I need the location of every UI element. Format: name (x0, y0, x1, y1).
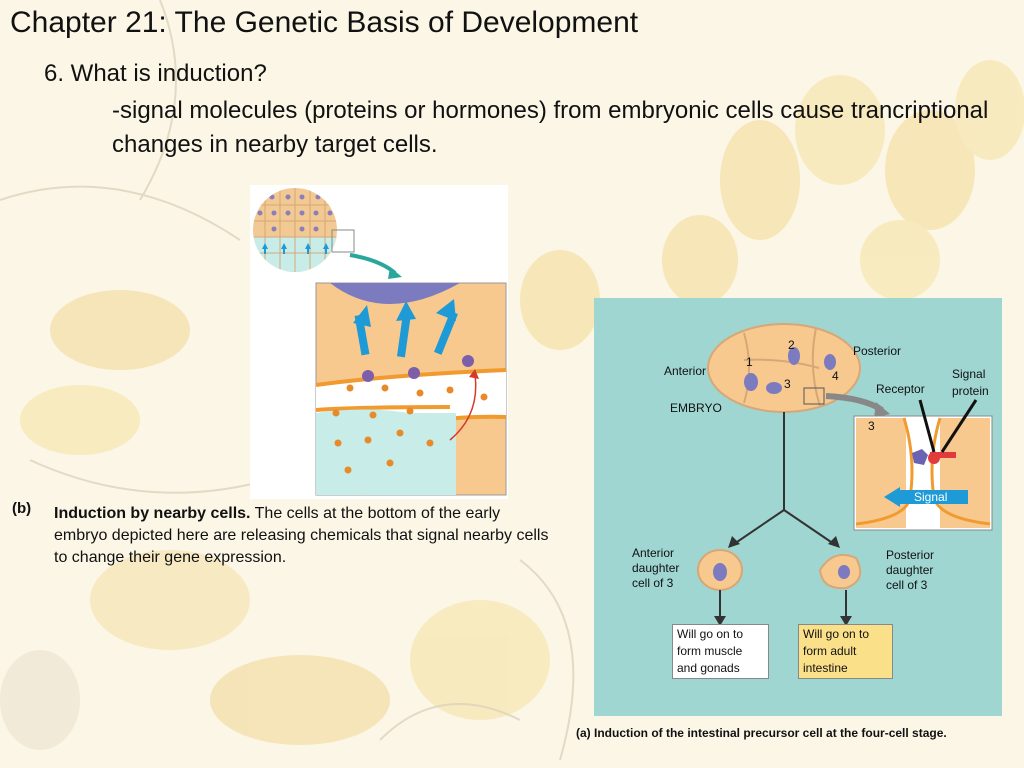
posterior-daughter-label: Posterior daughter cell of 3 (886, 548, 934, 593)
posterior-daughter-line2: daughter (886, 563, 934, 577)
fate-muscle-gonads-box: Will go on to form muscle and gonads (672, 624, 769, 679)
slide-title: Chapter 21: The Genetic Basis of Develop… (10, 6, 639, 39)
signal-protein-label-line2: protein (952, 384, 989, 398)
fate-right-line1: Will go on to (803, 627, 870, 641)
fate-right-line3: intestine (803, 661, 848, 675)
receptor-label: Receptor (876, 382, 925, 396)
fate-left-line3: and gonads (677, 661, 740, 675)
anterior-label: Anterior (664, 364, 707, 378)
anterior-daughter-label: Anterior daughter cell of 3 (632, 546, 679, 591)
fate-left-line1: Will go on to (677, 627, 744, 641)
question-heading: 6. What is induction? (44, 60, 267, 87)
four-cell-induction-figure: 2 1 3 4 Anterior Posterior EMBRYO Recept… (594, 298, 1002, 716)
anterior-daughter-line1: Anterior (632, 546, 675, 560)
cell-number-3: 3 (784, 377, 791, 391)
figure-b-caption-text: The cells at the bottom of the early emb… (54, 505, 549, 566)
induction-nearby-cells-figure (250, 185, 508, 499)
embryo-label: EMBRYO (670, 401, 722, 415)
inset-cell-number: 3 (868, 419, 875, 433)
posterior-daughter-line1: Posterior (886, 548, 935, 562)
fate-right-line2: form adult (803, 644, 857, 658)
anterior-daughter-line2: daughter (632, 561, 680, 575)
fate-intestine-box: Will go on to form adult intestine (798, 624, 893, 679)
figure-b-caption: Induction by nearby cells. The cells at … (54, 503, 554, 569)
posterior-daughter-line3: cell of 3 (886, 578, 928, 592)
anterior-daughter-line3: cell of 3 (632, 576, 674, 590)
signal-arrow-label: Signal (914, 490, 948, 504)
figure-b-label: (b) (12, 500, 32, 517)
figure-b-caption-bold: Induction by nearby cells. (54, 505, 251, 522)
figure-a-caption: (a) Induction of the intestinal precurso… (576, 726, 947, 740)
signal-protein-label-line1: Signal (952, 367, 986, 381)
cell-number-2: 2 (788, 338, 795, 352)
cell-number-4: 4 (832, 369, 839, 383)
cell-number-1: 1 (746, 355, 753, 369)
posterior-label: Posterior (853, 344, 902, 358)
four-cell-induction-drawing (697, 323, 993, 626)
fate-left-line2: form muscle (677, 644, 743, 658)
answer-text: -signal molecules (proteins or hormones)… (112, 97, 989, 158)
